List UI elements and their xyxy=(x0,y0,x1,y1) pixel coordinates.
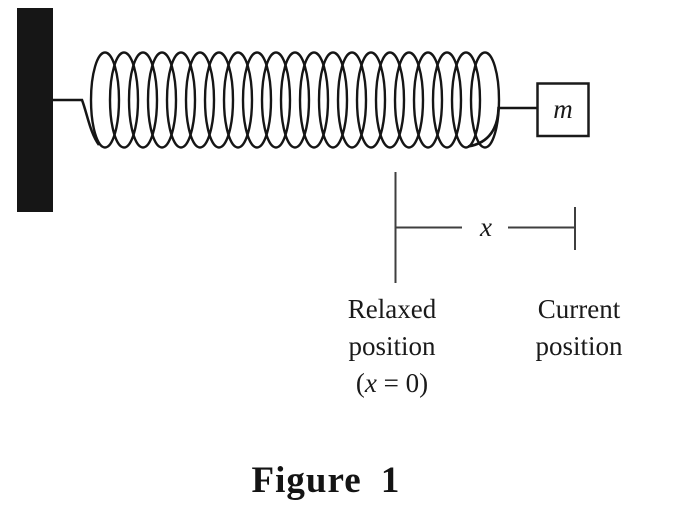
spring-loop xyxy=(222,51,254,149)
spring-left-connector xyxy=(53,98,101,146)
dimension-lines xyxy=(394,172,576,283)
figure-caption: Figure 1 xyxy=(251,460,401,501)
spring-loop xyxy=(431,51,463,149)
equals-zero: = 0) xyxy=(376,368,429,398)
spring-loop xyxy=(336,51,368,149)
wall xyxy=(17,8,53,212)
spring-loop xyxy=(469,51,501,149)
spring-loop xyxy=(203,51,235,149)
spring-loop xyxy=(450,51,482,149)
spring-loop xyxy=(393,51,425,149)
spring-loop xyxy=(165,51,197,149)
spring-loop xyxy=(127,51,159,149)
current-position-label-line1: Current xyxy=(537,294,621,324)
spring-loop xyxy=(146,51,178,149)
x-symbol: x xyxy=(364,368,377,398)
spring-coil xyxy=(89,51,501,149)
spring-loop xyxy=(298,51,330,149)
current-position-label: Current position xyxy=(518,291,640,365)
mass-box xyxy=(536,82,590,138)
spring-loop xyxy=(108,51,140,149)
spring-loop xyxy=(279,51,311,149)
spring-loop xyxy=(355,51,387,149)
current-position-label-line2: position xyxy=(535,331,623,361)
relaxed-position-label-line3: (x = 0) xyxy=(333,365,451,402)
spring-right-connector xyxy=(467,106,537,148)
spring-loop xyxy=(412,51,444,149)
spring-loop xyxy=(184,51,216,149)
paren-open: ( xyxy=(355,368,365,398)
spring-loop xyxy=(260,51,292,149)
spring-loop xyxy=(241,51,273,149)
relaxed-position-label: Relaxed position (x = 0) xyxy=(333,291,451,402)
spring-loop xyxy=(374,51,406,149)
spring-loop xyxy=(317,51,349,149)
mass-label: m xyxy=(553,94,573,124)
relaxed-position-label-line1: Relaxed xyxy=(347,294,437,324)
displacement-label: x xyxy=(480,212,492,242)
spring-loop xyxy=(89,51,121,149)
relaxed-position-label-line2: position xyxy=(348,331,436,361)
